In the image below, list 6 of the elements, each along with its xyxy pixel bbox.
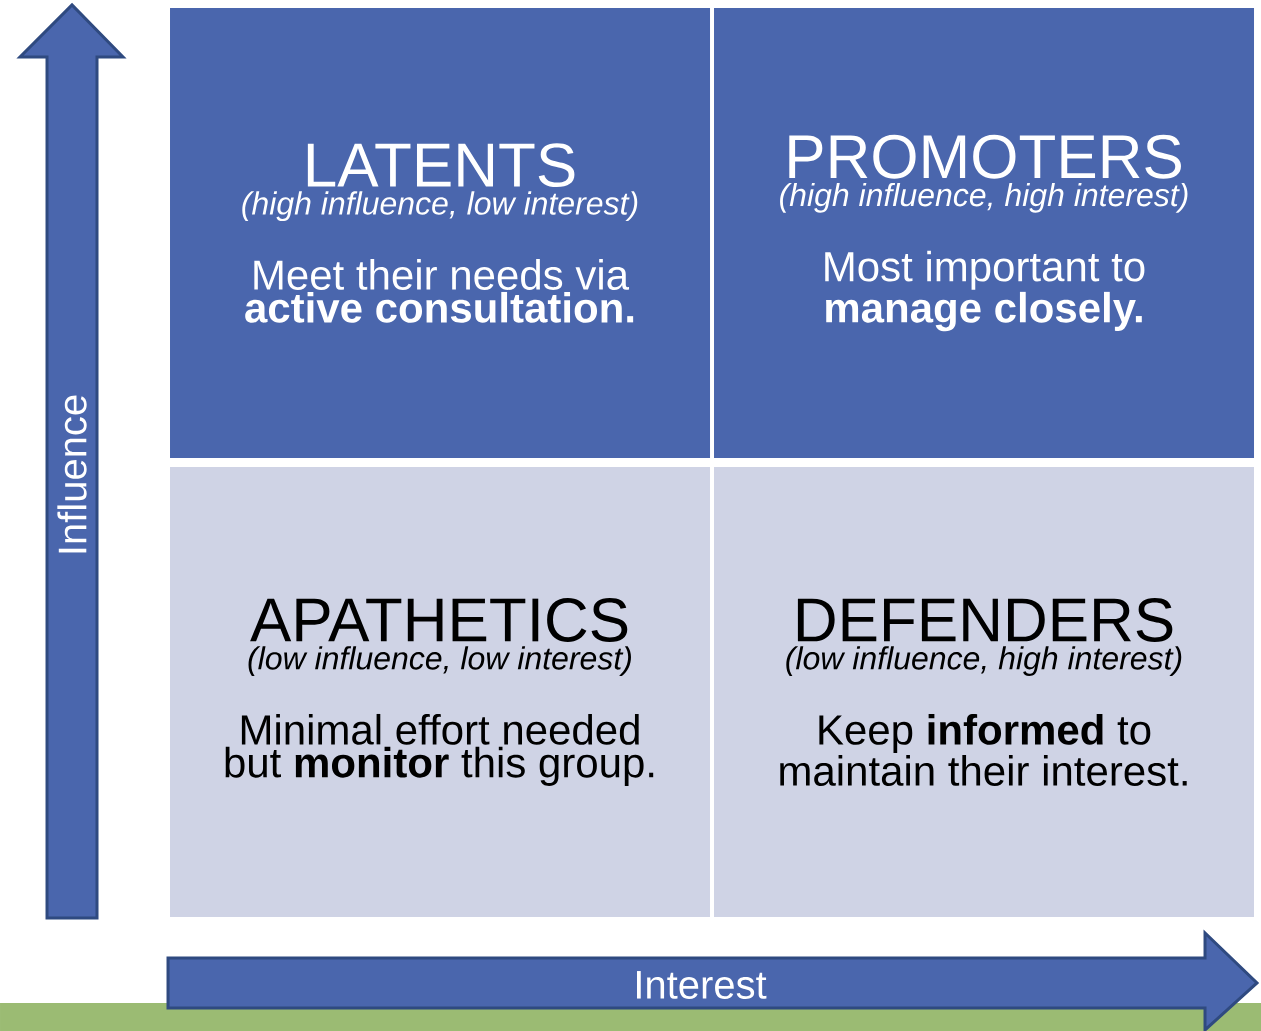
quadrant-box: LATENTS (high influence, low interest) Meet their needs via active consultation.	[170, 8, 710, 458]
quadrant-box: PROMOTERS (high influence, high interest) Most important to manage closely.	[714, 8, 1254, 458]
axis-label: Influence	[57, 395, 87, 553]
quadrant-box: APATHETICS (low influence, low interest) Minimal effort needed but monitor this group.	[170, 467, 710, 917]
quadrant-box: DEFENDERS (low influence, high interest) Keep informed to maintain their interest.	[714, 467, 1254, 917]
axis-label: Interest	[637, 971, 767, 999]
